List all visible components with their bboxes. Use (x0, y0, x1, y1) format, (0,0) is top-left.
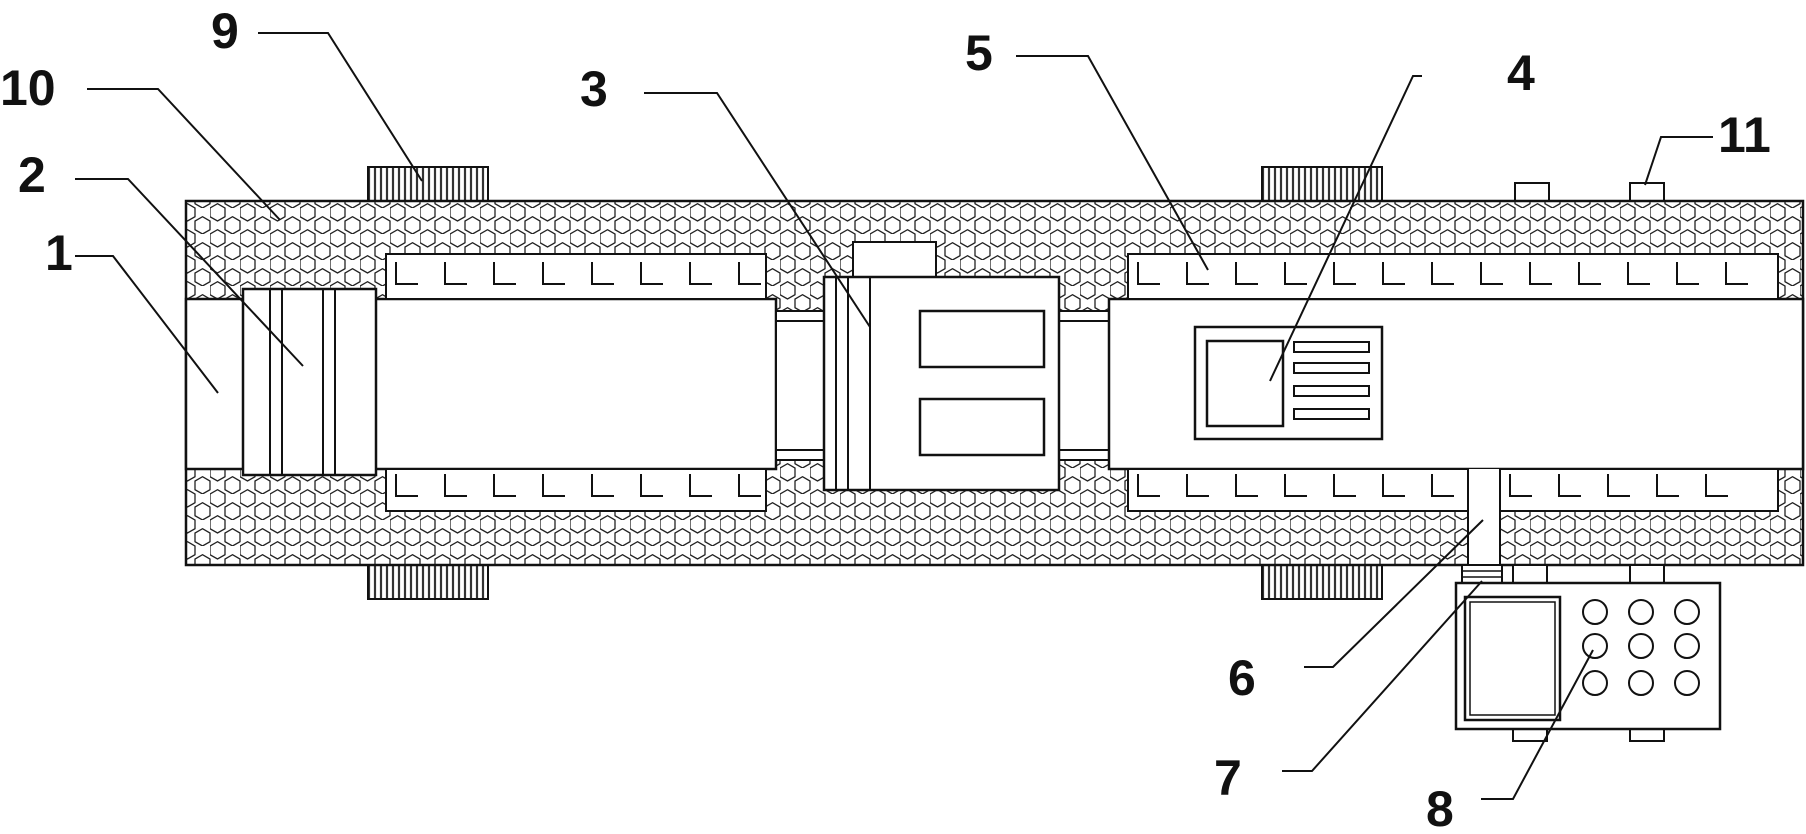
label-1: 1 (45, 225, 73, 281)
left-section (184, 253, 778, 512)
label-5: 5 (965, 25, 993, 81)
label-9: 9 (211, 3, 239, 59)
label-8: 8 (1426, 781, 1454, 829)
label-7: 7 (1214, 750, 1242, 806)
label-10: 10 (0, 60, 56, 116)
label-4: 4 (1507, 45, 1535, 101)
leader-lines (75, 32, 1713, 800)
callout-labels: 1 2 3 4 5 6 7 8 9 10 11 (0, 3, 1771, 834)
connectors (775, 310, 1110, 461)
control-box (1454, 564, 1722, 742)
right-section (1107, 253, 1805, 565)
label-6: 6 (1228, 650, 1256, 706)
label-2: 2 (18, 147, 46, 203)
middle-housing (822, 241, 1061, 492)
label-3: 3 (580, 61, 608, 117)
label-11: 11 (1718, 107, 1771, 163)
